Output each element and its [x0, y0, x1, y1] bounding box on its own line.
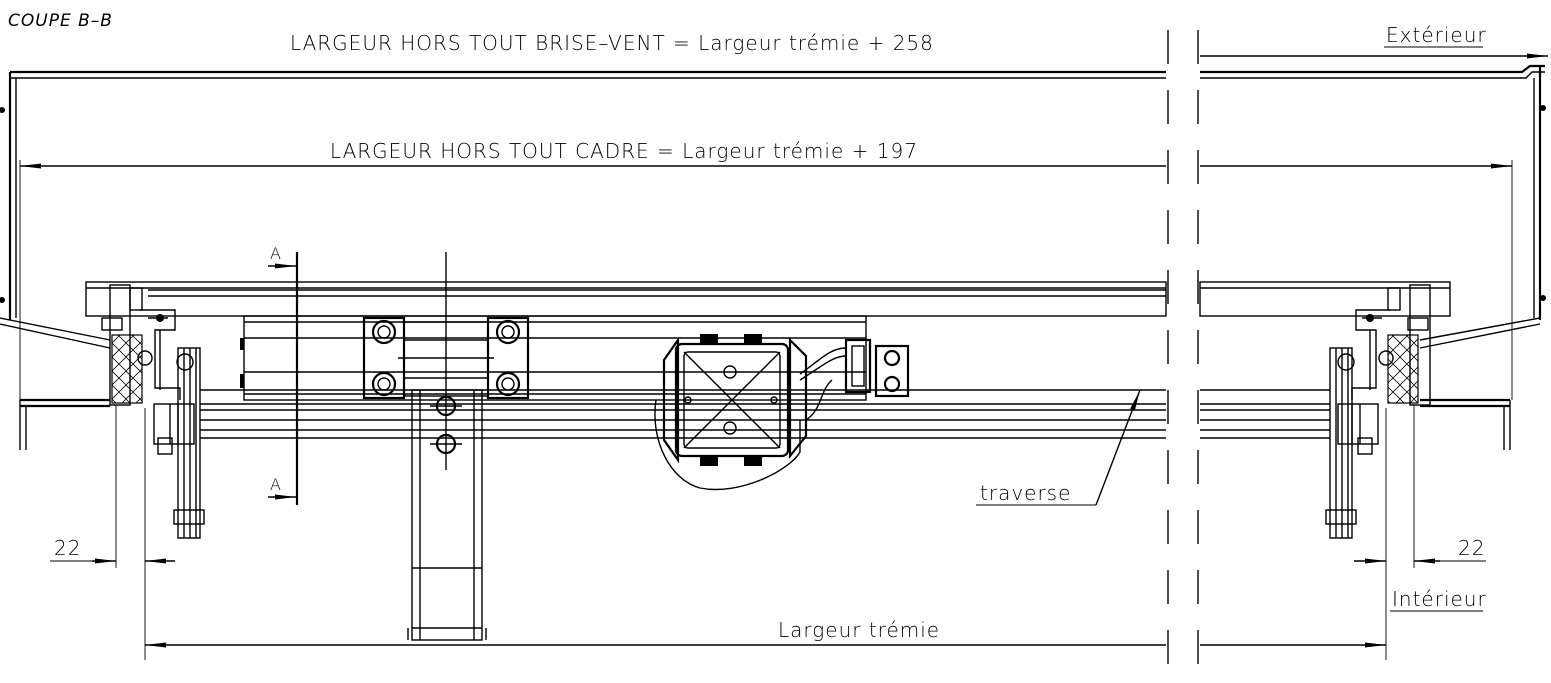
interieur-label-group: Intérieur [1390, 587, 1487, 612]
interieur-label: Intérieur [1392, 587, 1487, 611]
traverse-label: traverse [980, 481, 1071, 505]
section-title: COUPE B–B [8, 11, 113, 31]
cable-connector [799, 338, 910, 421]
section-mark-a: A A [268, 244, 299, 505]
traverse-bar [200, 389, 1330, 439]
dimension-tremie: Largeur trémie [145, 618, 1386, 648]
frame-top-profile [85, 281, 1451, 317]
dimension-brise-vent: LARGEUR HORS TOUT BRISE–VENT = Largeur t… [290, 31, 1548, 59]
dimension-cadre: LARGEUR HORS TOUT CADRE = Largeur trémie… [19, 139, 1513, 400]
section-mark-bottom: A [270, 475, 281, 494]
vertical-bracket [407, 252, 487, 641]
right-frame-detail [1325, 284, 1511, 539]
exterieur-label: Extérieur [1386, 23, 1487, 47]
dimension-left-offset-label: 22 [54, 536, 81, 560]
dimension-right-offset-label: 22 [1458, 536, 1485, 560]
junction-box [654, 334, 808, 491]
break-lines [1167, 30, 1199, 683]
dimension-brise-vent-label: LARGEUR HORS TOUT BRISE–VENT = Largeur t… [290, 31, 934, 55]
dimension-left-offset: 22 [50, 405, 175, 660]
brise-vent-sheet [0, 64, 1546, 349]
dimension-right-offset: 22 [1354, 405, 1486, 660]
actuator-rail [240, 315, 867, 401]
section-mark-top: A [270, 244, 281, 263]
clamp-left [362, 316, 406, 400]
dimension-cadre-label: LARGEUR HORS TOUT CADRE = Largeur trémie… [330, 139, 918, 163]
left-frame-detail [19, 284, 205, 539]
dimension-tremie-label: Largeur trémie [778, 618, 940, 642]
exterieur-label-group: Extérieur [1384, 23, 1487, 48]
traverse-callout: traverse [976, 389, 1141, 506]
